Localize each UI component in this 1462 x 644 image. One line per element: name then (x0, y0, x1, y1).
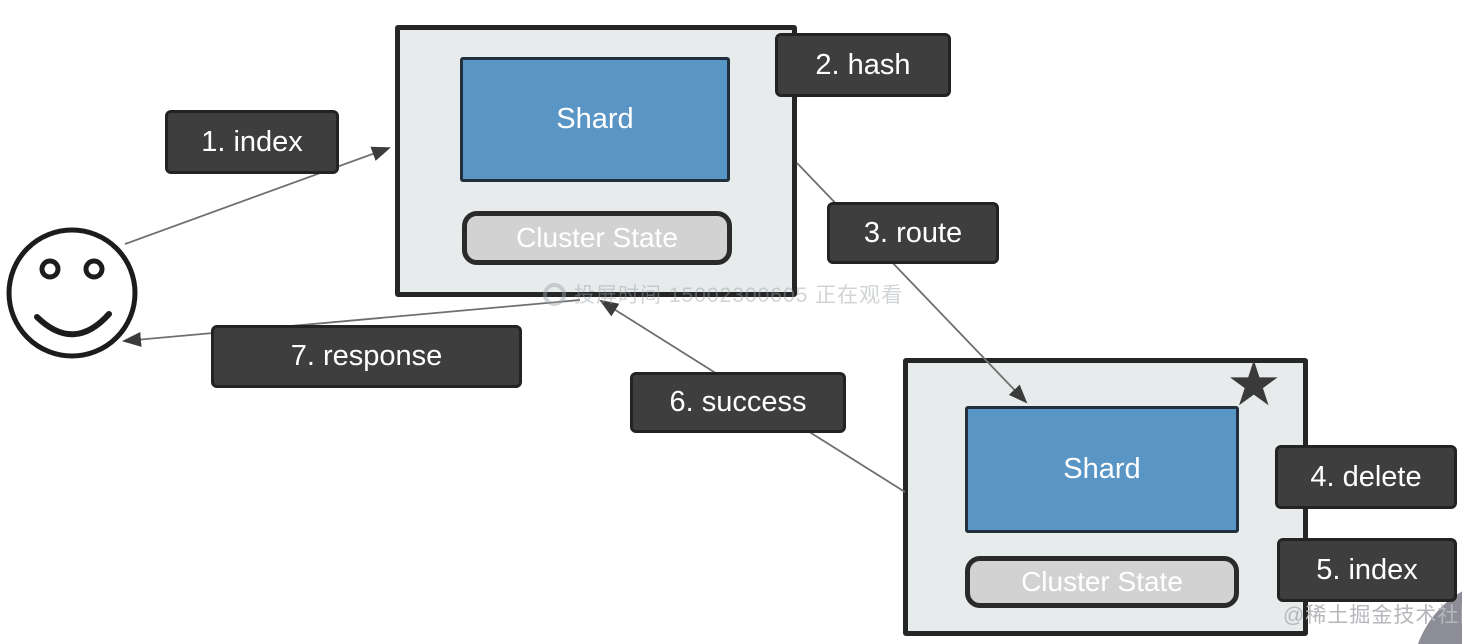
node1-cluster-state-label: Cluster State (516, 222, 678, 253)
step-label-4-delete: 4. delete (1275, 445, 1457, 509)
primary-star-icon: ★ (1226, 350, 1282, 419)
node-primary: ★ Shard Cluster State (903, 350, 1308, 636)
node-coordinating: Shard Cluster State (395, 25, 797, 297)
node1-shard-label: Shard (556, 103, 634, 135)
step-label-7-response: 7. response (211, 325, 522, 388)
step-label-1-index: 1. index (165, 110, 339, 174)
watermark-center-text: 投屏时间 15002300605 正在观看 (574, 284, 904, 307)
node2-shard-box: Shard (965, 406, 1239, 533)
watermark-ring-icon (543, 282, 566, 306)
step-label-5-index: 5. index (1277, 538, 1457, 602)
node2-cluster-state-box: Cluster State (965, 556, 1239, 608)
watermark-corner-text: @稀土掘金技术社区 (1283, 604, 1462, 627)
step-label-6-success: 6. success (630, 372, 846, 433)
node2-cluster-state-label: Cluster State (1021, 566, 1183, 597)
node2-shard-label: Shard (1063, 453, 1141, 485)
client-smiley-icon (6, 227, 138, 359)
node1-cluster-state-box: Cluster State (462, 211, 732, 265)
step-label-3-route: 3. route (827, 202, 999, 264)
node1-shard-box: Shard (460, 57, 730, 182)
watermark-center: 投屏时间 15002300605 正在观看 (543, 279, 903, 309)
step-label-2-hash: 2. hash (775, 33, 951, 97)
